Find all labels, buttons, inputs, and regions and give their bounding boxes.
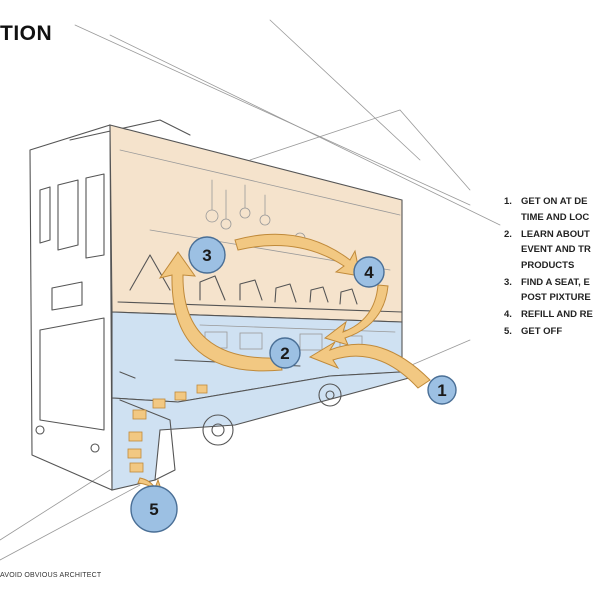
step-item-1: 1. GET ON AT DE TIME AND LOC <box>504 194 600 225</box>
page-title: TION <box>0 22 53 45</box>
step-item-2: 2. LEARN ABOUT EVENT AND TR PRODUCTS <box>504 227 600 274</box>
marker-3: 3 <box>188 236 226 274</box>
step-item-5: 5. GET OFF <box>504 324 600 340</box>
tram-body <box>29 119 191 491</box>
step-text: FIND A SEAT, E POST PIXTURE <box>521 276 591 304</box>
svg-text:5: 5 <box>149 500 158 519</box>
svg-text:2: 2 <box>280 344 289 363</box>
arrow-2-to-3 <box>158 251 283 372</box>
marker-5: 5 <box>130 485 178 533</box>
marker-2: 2 <box>269 337 301 369</box>
step-item-3: 3. FIND A SEAT, E POST PIXTURE <box>504 275 600 306</box>
step-text: GET ON AT DE TIME AND LOC <box>521 196 590 223</box>
step-number: 5. <box>504 326 512 337</box>
entrance-floor <box>111 371 421 491</box>
step-number: 1. <box>504 196 512 207</box>
svg-text:4: 4 <box>364 263 374 282</box>
footer-note: AVOID OBVIOUS ARCHITECT <box>0 572 102 579</box>
step-number: 3. <box>504 276 512 288</box>
step-number: 4. <box>504 309 512 320</box>
marker-1: 1 <box>427 375 457 405</box>
step-text: LEARN ABOUT EVENT AND TR PRODUCTS <box>521 228 591 271</box>
svg-text:1: 1 <box>437 381 446 400</box>
arrow-4-to-2 <box>323 284 389 346</box>
step-item-4: 4. REFILL AND RE <box>504 307 600 323</box>
step-text: GET OFF <box>521 326 563 337</box>
overhead-lines <box>0 19 501 561</box>
step-number: 2. <box>504 228 512 240</box>
entrance-steps <box>127 384 208 473</box>
step-text: REFILL AND RE <box>521 309 593 320</box>
svg-text:3: 3 <box>202 246 211 265</box>
journey-steps-list: 1. GET ON AT DE TIME AND LOC 2. LEARN AB… <box>504 194 600 341</box>
upper-deck <box>109 124 403 323</box>
marker-4: 4 <box>353 256 385 288</box>
arrow-1-to-2 <box>308 341 431 389</box>
tram-wheels <box>202 383 342 446</box>
